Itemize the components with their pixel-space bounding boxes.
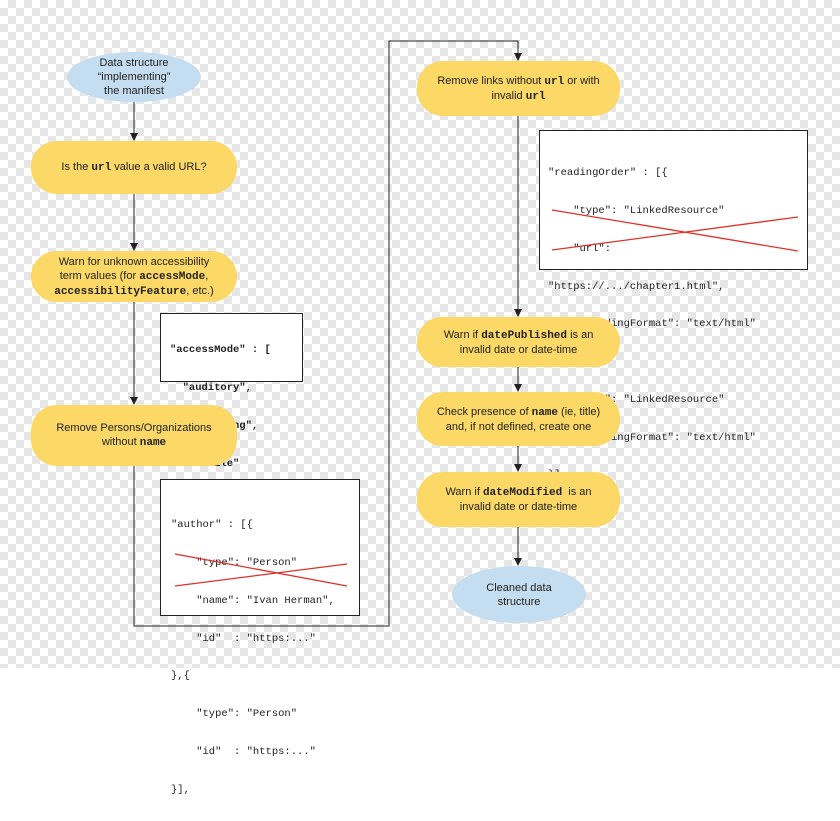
warn-published-pre: Warn if xyxy=(443,328,482,341)
start-line1: Data structure xyxy=(99,57,169,69)
warn-access-comma: , xyxy=(205,269,209,282)
author-code-box: "author" : [{ "type": "Person" "name": "… xyxy=(160,479,360,796)
code-line: },{ xyxy=(171,670,190,683)
warn-modified-post: is an xyxy=(562,486,592,498)
remove-links-code1: url xyxy=(544,75,565,88)
remove-links-pre1: Remove links without xyxy=(437,74,545,87)
code-line: "author" : [{ xyxy=(171,519,253,532)
warn-access-post: , etc.) xyxy=(186,284,214,297)
warn-modified-code: dateModified xyxy=(482,487,563,499)
code-line: "https://.../chapter1.html", xyxy=(548,280,725,293)
remove-persons-line1: Remove Persons/Organizations xyxy=(56,422,212,434)
end-terminal: Cleaned data structure xyxy=(452,566,586,623)
warn-access-line2: term values (for xyxy=(59,269,140,282)
warn-access-code1: accessMode xyxy=(139,270,206,283)
warn-date-modified-step: Warn if dateModified is an invalid date … xyxy=(417,472,620,527)
url-check-step: Is the url value a valid URL? xyxy=(31,141,237,194)
author-strike-marks xyxy=(174,553,348,587)
url-check-post: value a valid URL? xyxy=(111,161,207,173)
code-line: "auditory", xyxy=(170,381,252,394)
code-line: "type": "Person" xyxy=(171,708,298,721)
code-line: "type": "LinkedResource" xyxy=(548,204,725,217)
warn-published-post: is an xyxy=(567,328,594,341)
warn-access-code2: accessibilityFeature xyxy=(54,285,187,298)
warn-access-line1: Warn for unknown accessibility xyxy=(58,255,210,268)
check-name-step: Check presence of name (ie, title) and, … xyxy=(417,392,620,446)
code-line: }], xyxy=(171,783,190,796)
reading-order-strike-marks xyxy=(551,209,799,252)
start-terminal: Data structure “implementing” the manife… xyxy=(67,52,201,102)
remove-links-step: Remove links without url or with invalid… xyxy=(417,61,620,116)
remove-links-pre2: invalid xyxy=(491,89,526,102)
remove-links-code2: url xyxy=(525,90,546,103)
code-line: "id" : "https:..." xyxy=(171,745,316,758)
warn-modified-line2: invalid date or date-time xyxy=(459,501,578,513)
edge-remove-to-links xyxy=(133,40,522,627)
remove-persons-step: Remove Persons/Organizations without nam… xyxy=(31,405,237,466)
url-check-code: url xyxy=(91,162,112,174)
check-name-line2: and, if not defined, create one xyxy=(445,420,592,433)
start-line2: “implementing” xyxy=(97,71,171,83)
warn-published-code: datePublished xyxy=(481,329,568,342)
code-line: "readingOrder" : [{ xyxy=(548,167,668,180)
code-line: "name": "Ivan Herman", xyxy=(171,594,335,607)
check-name-post: (ie, title) xyxy=(558,405,601,418)
remove-persons-pre: without xyxy=(101,436,140,448)
remove-links-post1: or with xyxy=(564,74,600,87)
warn-date-published-step: Warn if datePublished is an invalid date… xyxy=(417,317,620,367)
connector-layer xyxy=(130,40,522,627)
check-name-code: name xyxy=(531,406,558,419)
remove-persons-code: name xyxy=(139,437,167,449)
start-line3: the manifest xyxy=(104,85,164,97)
end-line2: structure xyxy=(497,595,541,608)
code-line: "id" : "https:..." xyxy=(171,632,316,645)
code-line: "accessMode" : [ xyxy=(170,344,271,357)
access-mode-code-box: "accessMode" : [ "auditory", "something"… xyxy=(160,313,303,507)
warn-accessibility-step: Warn for unknown accessibility term valu… xyxy=(31,251,237,302)
end-line1: Cleaned data xyxy=(486,581,552,594)
check-name-pre: Check presence of xyxy=(436,405,532,418)
url-check-pre: Is the xyxy=(61,161,92,173)
warn-published-line2: invalid date or date-time xyxy=(459,343,578,356)
warn-modified-pre: Warn if xyxy=(445,486,483,498)
reading-order-code-box: "readingOrder" : [{ "type": "LinkedResou… xyxy=(539,130,808,481)
